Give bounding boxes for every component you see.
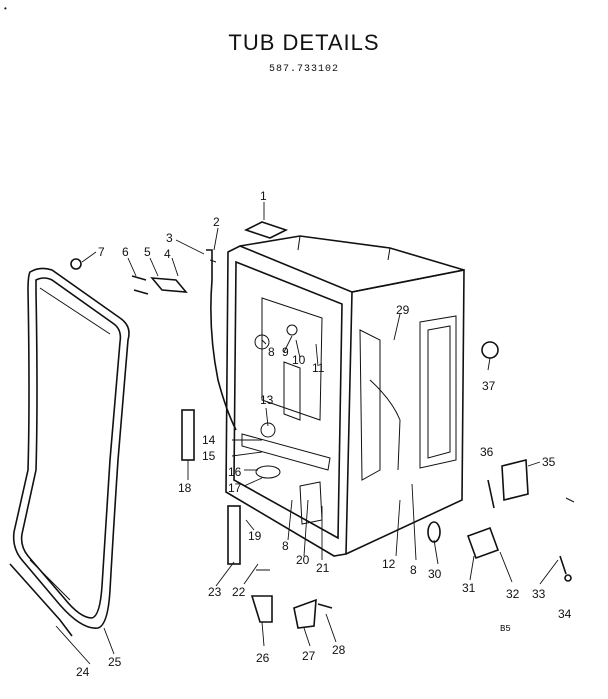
callout-33: 33 [532, 587, 546, 601]
callout-31: 31 [462, 581, 476, 595]
callout-26: 26 [256, 651, 270, 665]
model-number: 587.733102 [268, 64, 339, 75]
diagram-title: TUB DETAILS [228, 30, 380, 55]
callout-25: 25 [108, 655, 122, 669]
callout-28: 28 [332, 643, 346, 657]
callout-32: 32 [506, 587, 520, 601]
callout-11: 11 [312, 361, 325, 375]
door-gasket-drawing [12, 267, 130, 629]
callout-7: 7 [98, 245, 105, 259]
hinge-arm-drawing [206, 249, 237, 431]
callout-22: 22 [232, 585, 246, 599]
callout-36: 36 [480, 445, 494, 459]
callout-37: 37 [482, 379, 496, 393]
callout-6: 6 [122, 245, 129, 259]
callout-5: 5 [144, 245, 151, 259]
callout-21: 21 [316, 561, 330, 575]
callout-34: 34 [558, 607, 572, 621]
leader-lines [55, 202, 559, 665]
callout-16: 16 [228, 465, 242, 479]
callout-19: 19 [248, 529, 262, 543]
callout-4: 4 [164, 247, 171, 261]
callout-8-middle: 8 [282, 539, 289, 553]
callout-24: 24 [76, 665, 90, 679]
callout-3: 3 [166, 231, 173, 245]
corner-mark: • [4, 4, 7, 13]
callout-13: 13 [260, 393, 274, 407]
page-code: B5 [500, 624, 511, 634]
callout-27: 27 [302, 649, 316, 663]
callout-9: 9 [282, 345, 289, 359]
callout-8-right: 8 [410, 563, 417, 577]
callout-23: 23 [208, 585, 222, 599]
callout-35: 35 [542, 455, 556, 469]
callout-10: 10 [292, 353, 306, 367]
callout-20: 20 [296, 553, 310, 567]
callout-2: 2 [213, 215, 220, 229]
callout-8-upper: 8 [268, 345, 275, 359]
callout-15: 15 [202, 449, 216, 463]
callout-30: 30 [428, 567, 442, 581]
callout-18: 18 [178, 481, 192, 495]
callout-17: 17 [228, 481, 242, 495]
callout-12: 12 [382, 557, 396, 571]
callout-14: 14 [202, 433, 216, 447]
callout-labels: 1 2 3 4 5 6 7 8 9 10 11 12 13 14 15 16 1… [76, 189, 572, 679]
callout-29: 29 [396, 303, 410, 317]
callout-1: 1 [260, 189, 267, 203]
